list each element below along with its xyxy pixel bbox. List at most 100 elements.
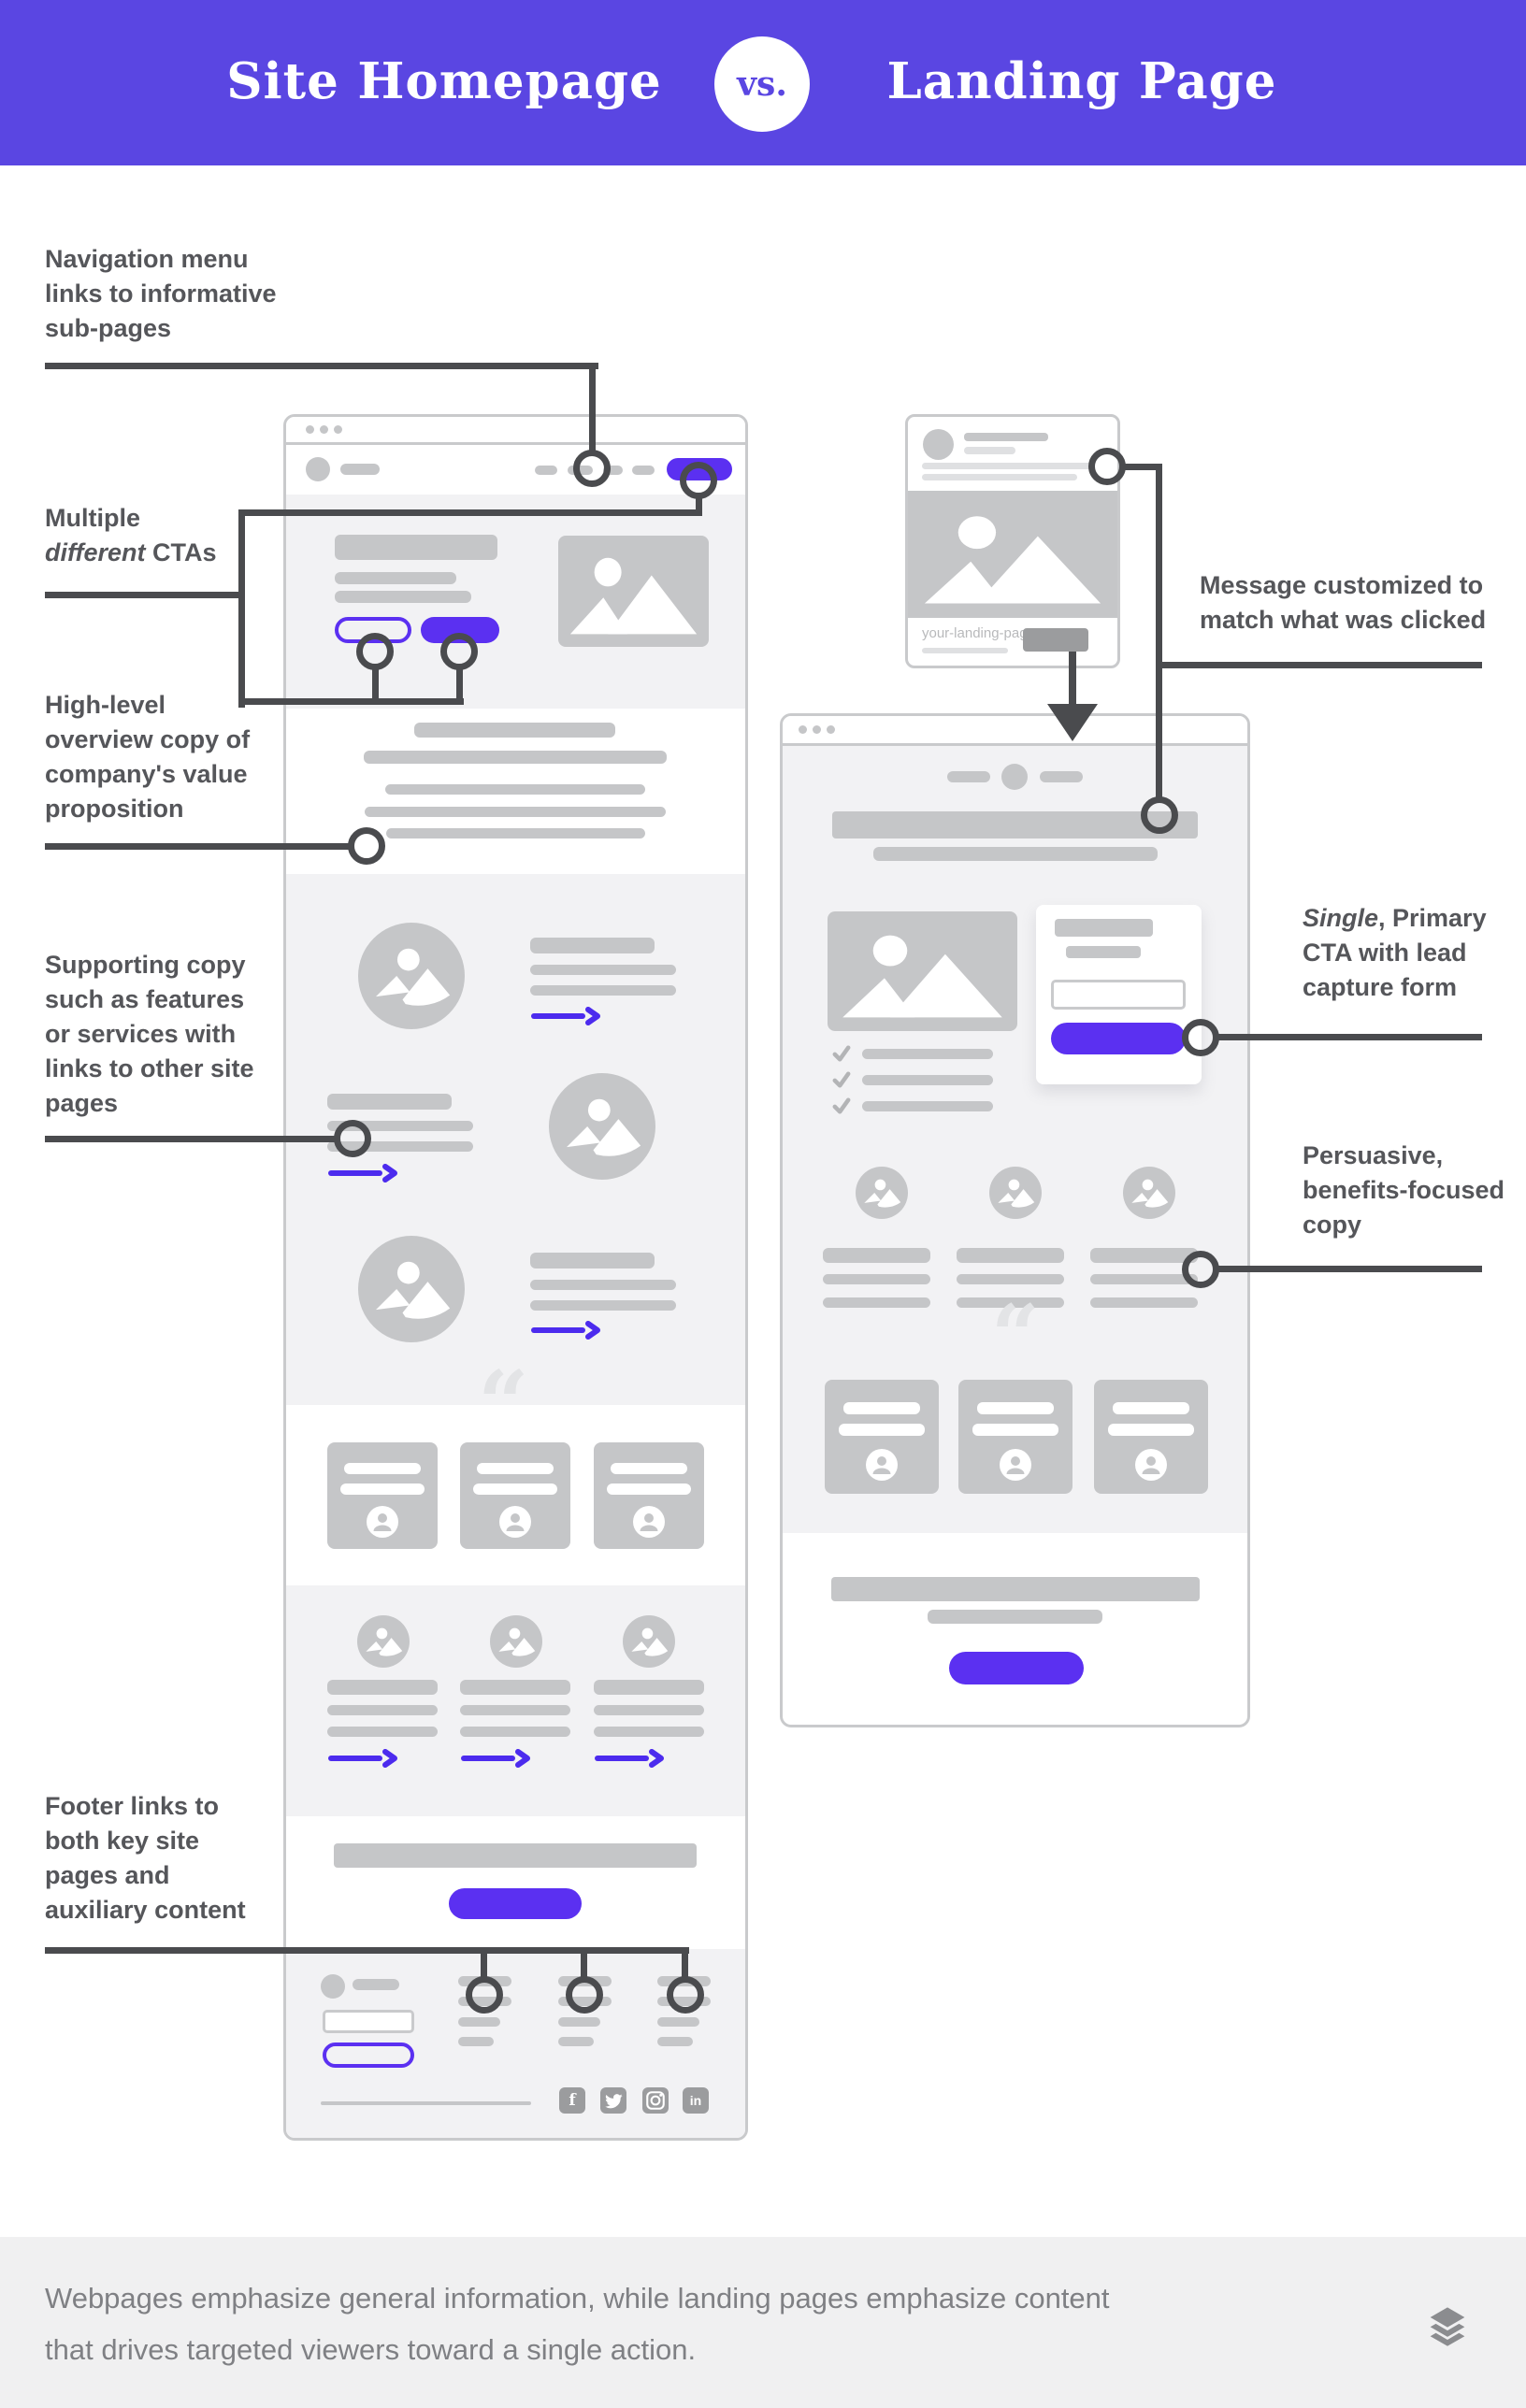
value-prop-text-bar	[365, 807, 666, 817]
benefit-text-bar	[1090, 1274, 1198, 1284]
benefit-text-bar	[823, 1274, 930, 1284]
feature-text-bar	[327, 1141, 473, 1152]
footer-link-bar	[558, 2037, 594, 2046]
testimonial-text-bar	[1108, 1424, 1194, 1436]
annotation-multiple-ctas: Multiple different CTAs	[45, 501, 217, 570]
layers-logo-icon	[1425, 2305, 1470, 2352]
testimonial-card	[594, 1442, 704, 1549]
image-placeholder-icon	[549, 1073, 655, 1180]
value-prop-text-bar	[414, 723, 615, 738]
connector-circle	[1182, 1251, 1219, 1288]
person-icon	[499, 1506, 531, 1538]
annotation-single-italic: Single	[1303, 904, 1379, 932]
testimonial-card	[958, 1380, 1073, 1494]
image-placeholder-icon	[357, 1615, 410, 1668]
testimonial-text-bar	[839, 1424, 925, 1436]
nav-link-bar	[603, 466, 623, 475]
homepage-hero-section	[286, 494, 745, 709]
connector-line	[238, 509, 702, 516]
arrow-right-icon	[530, 1321, 603, 1340]
form-heading-bar	[1055, 919, 1153, 937]
testimonial-text-bar	[477, 1463, 554, 1474]
annotation-multiple-pre: Multiple	[45, 504, 140, 532]
landing-nav-bar	[947, 771, 990, 782]
connector-circle	[1141, 796, 1178, 834]
column-text-bar	[594, 1680, 704, 1695]
connector-line	[481, 1954, 487, 1978]
column-link-arrow	[327, 1749, 400, 1768]
annotation-multiple-post: CTAs	[145, 538, 217, 566]
ad-image-placeholder	[908, 491, 1117, 618]
connector-line	[45, 843, 350, 850]
hero-text-bar	[335, 572, 456, 584]
landing-heading-bar	[832, 811, 1198, 838]
connector-line	[45, 592, 243, 598]
feature-text-bar	[530, 938, 655, 953]
testimonial-text-bar	[972, 1424, 1058, 1436]
checklist-check	[832, 1071, 851, 1088]
testimonial-avatar	[1135, 1449, 1167, 1481]
quote-mark: “	[478, 1352, 529, 1455]
column-text-bar	[594, 1727, 704, 1737]
testimonial-avatar	[499, 1506, 531, 1538]
checklist-text-bar	[862, 1049, 993, 1059]
connector-line	[238, 509, 245, 708]
image-placeholder-icon	[908, 491, 1117, 618]
annotation-navigation-menu: Navigation menu links to informative sub…	[45, 245, 277, 342]
connector-line	[456, 667, 463, 703]
benefit-text-bar	[1090, 1248, 1198, 1263]
feature-image-circle	[358, 923, 465, 1029]
landing-bottom-cta-button	[949, 1652, 1084, 1684]
hero-image-placeholder	[558, 536, 709, 647]
annotation-message-customized: Message customized to match what was cli…	[1200, 571, 1487, 634]
caption-text: Webpages emphasize general information, …	[45, 2282, 1110, 2366]
value-prop-text-bar	[386, 828, 645, 838]
image-placeholder-icon	[989, 1167, 1042, 1219]
checklist-check	[832, 1045, 851, 1062]
column-text-bar	[460, 1680, 570, 1695]
landing-logo-mark	[1001, 764, 1028, 790]
person-icon	[1135, 1449, 1167, 1481]
connector-circle	[440, 633, 478, 670]
image-placeholder-icon	[558, 536, 709, 647]
image-placeholder-icon	[358, 1236, 465, 1342]
ad-avatar	[923, 429, 954, 460]
connector-circle	[566, 1976, 603, 2014]
testimonial-avatar	[367, 1506, 398, 1538]
connector-circle	[680, 462, 717, 499]
checklist-check	[832, 1097, 851, 1114]
form-submit-button	[1051, 1023, 1186, 1054]
feature-link-arrow	[530, 1007, 603, 1025]
column-text-bar	[327, 1705, 438, 1715]
footer-subscribe-button	[323, 2042, 414, 2068]
connector-circle	[334, 1120, 371, 1157]
image-placeholder-icon	[623, 1615, 675, 1668]
annotation-overview-copy: High-level overview copy of company's va…	[45, 691, 251, 823]
facebook-icon: f	[559, 2087, 585, 2114]
ad-body-text-bar	[922, 463, 1092, 469]
connector-line	[45, 363, 598, 369]
feature-text-bar	[530, 1253, 655, 1268]
column-text-bar	[460, 1727, 570, 1737]
column-text-bar	[327, 1727, 438, 1737]
person-icon	[367, 1506, 398, 1538]
testimonial-text-bar	[1113, 1402, 1189, 1414]
feature-text-bar	[327, 1094, 452, 1110]
window-dot-icon	[827, 725, 835, 734]
connector-line	[1217, 1266, 1482, 1272]
landing-bottom-subheading-bar	[928, 1610, 1102, 1624]
window-dot-icon	[306, 425, 314, 434]
footer-divider-line	[321, 2101, 531, 2105]
value-prop-text-bar	[385, 784, 645, 795]
footer-link-bar	[458, 2017, 500, 2027]
testimonial-avatar	[1000, 1449, 1031, 1481]
benefit-image-circle	[989, 1167, 1042, 1219]
image-placeholder-icon	[828, 911, 1017, 1031]
feature-text-bar	[327, 1121, 473, 1131]
nav-link-bar	[535, 466, 557, 475]
checklist-text-bar	[862, 1075, 993, 1085]
benefit-text-bar	[823, 1297, 930, 1308]
window-dot-icon	[320, 425, 328, 434]
image-placeholder-icon	[358, 923, 465, 1029]
